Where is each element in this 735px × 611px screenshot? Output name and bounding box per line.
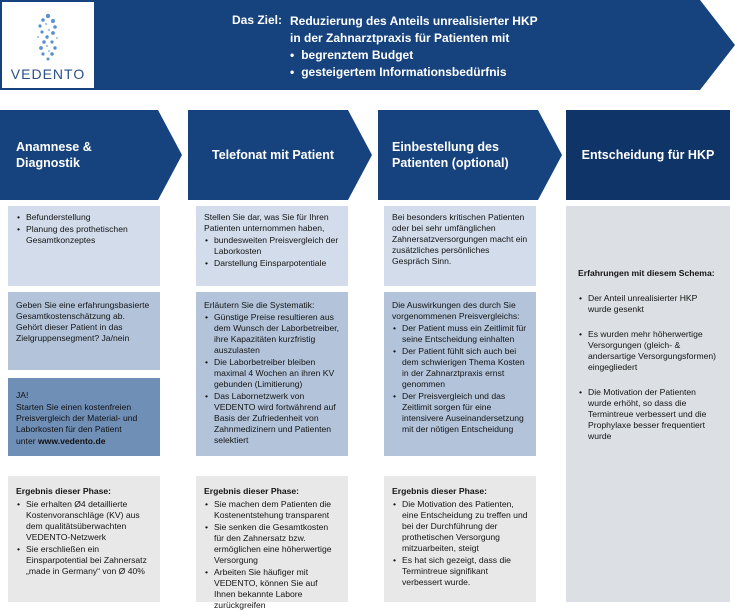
- col2-system-item-1: Günstige Preise resultieren aus dem Wuns…: [204, 312, 340, 356]
- col1-result-title: Ergebnis dieser Phase:: [16, 486, 112, 496]
- col1-bullet-1: Befunderstellung: [16, 212, 152, 223]
- phase-box-4: [566, 110, 730, 200]
- goal-line-1: Reduzierung des Anteils unrealisierter H…: [290, 14, 538, 28]
- col3-result-cell: Ergebnis dieser Phase: Die Motivation de…: [384, 476, 536, 602]
- col4-title: Erfahrungen mit diesem Schema:: [578, 268, 715, 278]
- col2-call-item-1: bundesweiten Preisvergleich der Laborkos…: [204, 235, 340, 257]
- col1-estimate-cell: Geben Sie eine erfahrungsbasierte Gesamt…: [8, 292, 160, 370]
- phase-title-4: Entscheidung für HKP: [581, 148, 715, 162]
- col1-cta-url-line: unter www.vedento.de: [16, 436, 152, 447]
- goal-bullet-1: begrenztem Budget: [290, 47, 620, 64]
- col1-cta-text: Starten Sie einen kostenfreien Preisverg…: [16, 402, 138, 434]
- logo-wordmark: VEDENTO: [10, 66, 86, 82]
- col4-item-1: Der Anteil unrealisierter HKP wurde gese…: [578, 293, 720, 315]
- col2-result-cell: Ergebnis dieser Phase: Sie machen dem Pa…: [196, 476, 348, 610]
- col4-item-3: Die Motivation der Patienten wurde erhöh…: [578, 387, 720, 442]
- col1-cta-cell: JA! Starten Sie einen kostenfreien Preis…: [8, 378, 160, 456]
- col2-call-cell: Stellen Sie dar, was Sie für Ihren Patie…: [196, 206, 348, 286]
- col1-result-item-2: Sie erschließen ein Einsparpotential bei…: [16, 544, 152, 577]
- phase-title-2: Telefonat mit Patient: [212, 148, 335, 162]
- col1-cta-prefix: unter: [16, 436, 38, 446]
- col2-call-item-2: Darstellung Einsparpotentiale: [204, 258, 340, 269]
- goal-bullet-2: gesteigertem Informationsbedürfnis: [290, 64, 620, 81]
- col4-item-2: Es wurden mehr höherwertige Versorgungen…: [578, 329, 720, 373]
- vedento-link[interactable]: www.vedento.de: [37, 436, 106, 446]
- col3-appointment-text: Bei besonders kritischen Patienten oder …: [392, 212, 528, 266]
- col2-result-title: Ergebnis dieser Phase:: [204, 486, 300, 496]
- col1-estimate-text: Geben Sie eine erfahrungsbasierte Gesamt…: [16, 300, 150, 343]
- col3-result-item-1: Die Motivation des Patienten, eine Entsc…: [392, 499, 528, 554]
- col2-system-intro: Erläutern Sie die Systematik:: [204, 300, 315, 310]
- col3-effects-item-1: Der Patient muss ein Zeitlimit für seine…: [392, 323, 528, 345]
- phase-title-3: Einbestellung des Patienten (optional): [392, 140, 509, 170]
- goal-line-2: in der Zahnarztpraxis für Patienten mit: [290, 31, 510, 45]
- col2-result-item-1: Sie machen dem Patienten die Kostenentst…: [204, 499, 340, 521]
- col1-cta-ja: JA!: [16, 390, 29, 400]
- logo: [2, 2, 94, 88]
- col3-result-title: Ergebnis dieser Phase:: [392, 486, 488, 496]
- col3-result-item-2: Es hat sich gezeigt, dass die Termintreu…: [392, 555, 528, 588]
- col3-effects-item-3: Der Preisvergleich und das Zeitlimit sor…: [392, 391, 528, 435]
- col2-result-item-3: Arbeiten Sie häufiger mit VEDENTO, könne…: [204, 567, 340, 611]
- col2-system-item-2: Die Laborbetreiber bleiben maximal 4 Woc…: [204, 357, 340, 390]
- col3-effects-item-2: Der Patient fühlt sich auch bei dem schw…: [392, 346, 528, 390]
- col1-bullet-2: Planung des prothetischen Gesamtkonzepte…: [16, 224, 152, 246]
- col3-appointment-cell: Bei besonders kritischen Patienten oder …: [384, 206, 536, 286]
- col4-experience-cell: Erfahrungen mit diesem Schema: Der Antei…: [566, 206, 730, 602]
- helix-logo-icon: [36, 13, 59, 61]
- col2-system-cell: Erläutern Sie die Systematik: Günstige P…: [196, 292, 348, 456]
- goal-label: Das Ziel:: [232, 13, 283, 27]
- phase-arrow-2: [188, 110, 372, 200]
- col2-call-intro: Stellen Sie dar, was Sie für Ihren Patie…: [204, 212, 329, 233]
- col3-effects-cell: Die Auswirkungen des durch Sie vorgenomm…: [384, 292, 536, 456]
- goal-text: Reduzierung des Anteils unrealisierter H…: [290, 13, 620, 81]
- col3-effects-intro: Die Auswirkungen des durch Sie vorgenomm…: [392, 300, 520, 321]
- col2-result-item-2: Sie senken die Gesamtkosten für den Zahn…: [204, 522, 340, 566]
- phase-arrow-3: [378, 110, 562, 200]
- col1-diagnostics-cell: Befunderstellung Planung des prothetisch…: [8, 206, 160, 286]
- col1-result-item-1: Sie erhalten Ø4 detaillierte Kostenvoran…: [16, 499, 152, 543]
- phase-arrow-1: [0, 110, 182, 200]
- col2-system-item-3: Das Labornetzwerk von VEDENTO wird fortw…: [204, 391, 340, 446]
- col1-result-cell: Ergebnis dieser Phase: Sie erhalten Ø4 d…: [8, 476, 160, 602]
- phase-title-1: Anamnese & Diagnostik: [16, 140, 92, 170]
